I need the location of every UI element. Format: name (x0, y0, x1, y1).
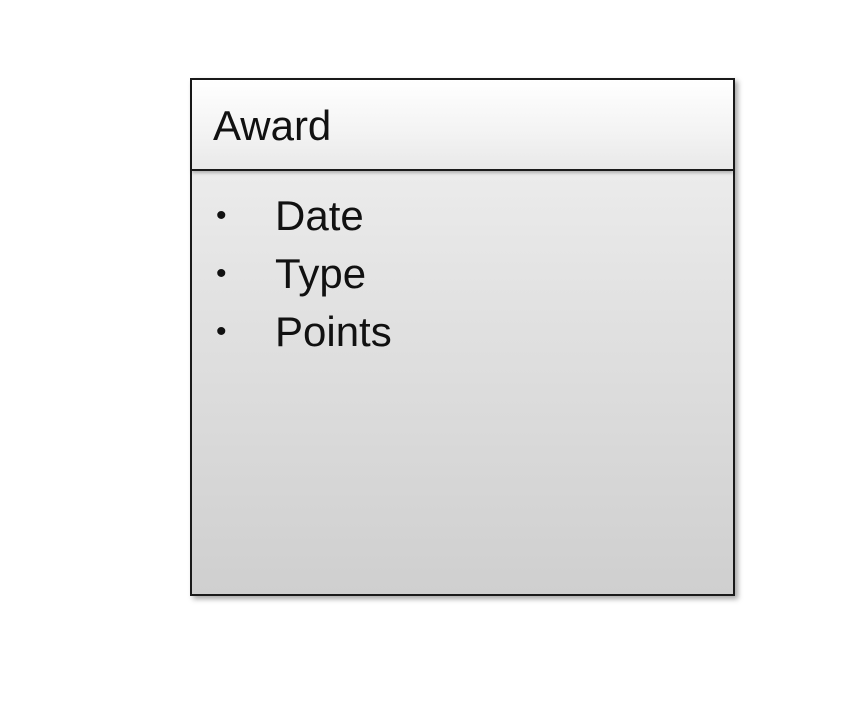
entity-box-award: Award • Date • Type • Points (190, 78, 735, 596)
bullet-icon: • (216, 199, 227, 232)
entity-header: Award (192, 80, 733, 171)
attribute-label: Type (275, 250, 367, 297)
bullet-icon: • (216, 257, 227, 290)
entity-title: Award (213, 102, 332, 149)
bullet-icon: • (216, 315, 227, 348)
attribute-label: Date (275, 192, 364, 239)
attribute-label: Points (275, 308, 392, 355)
